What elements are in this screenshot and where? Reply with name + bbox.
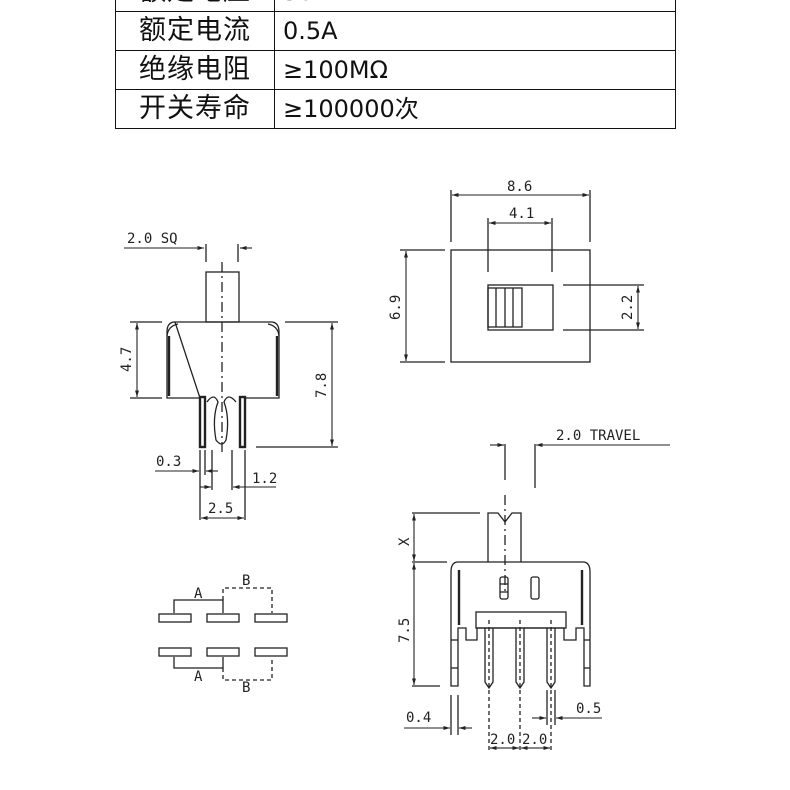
spec-label: 开关寿命 <box>115 89 275 129</box>
front-total-height-dim-label: 7.8 <box>314 373 330 398</box>
schematic-pad <box>254 647 288 657</box>
schematic-label-b-bottom: B <box>242 680 250 696</box>
front-pin-right <box>238 395 247 449</box>
top-slot-width-dim-label: 4.1 <box>509 206 534 222</box>
side-pitch-2-dim-label: 2.0 <box>522 732 547 748</box>
spec-row: 额定电压 50V <box>115 0 676 12</box>
switching-schematic: A B A B <box>158 573 288 696</box>
schematic-label-b-top: B <box>242 573 250 589</box>
top-slot-height-dim-label: 2.2 <box>620 295 636 320</box>
top-view: 8.6 4.1 6.9 2.2 <box>388 179 644 363</box>
schematic-pad <box>206 647 240 657</box>
spec-label: 绝缘电阻 <box>115 50 275 90</box>
front-pin-span-dim-label: 2.5 <box>208 501 233 517</box>
schematic-label-a-bottom: A <box>194 669 203 685</box>
front-actuator-dim-label: 2.0 SQ <box>127 231 178 247</box>
schematic-label-a-top: A <box>194 586 203 602</box>
front-view: 2.0 SQ 4.7 7.8 0.3 <box>119 231 338 520</box>
front-body-height-dim-label: 4.7 <box>119 347 135 372</box>
side-actuator-height-dim-label: X <box>397 537 413 546</box>
side-body-height-dim-label: 7.5 <box>397 618 413 643</box>
side-pin <box>484 628 494 690</box>
schematic-pad <box>206 613 240 623</box>
side-contact-window <box>530 576 540 600</box>
front-pin-left <box>198 395 207 449</box>
top-body <box>450 249 591 363</box>
spec-row: 额定电流 0.5A <box>115 11 676 51</box>
side-pin-width-dim-label: 0.5 <box>576 701 601 717</box>
schematic-pad <box>254 613 288 623</box>
top-width-dim-label: 8.6 <box>507 179 532 195</box>
front-body <box>166 321 280 399</box>
top-slot <box>487 284 554 331</box>
side-pin <box>546 628 556 690</box>
front-pin-width-dim-label: 0.3 <box>156 454 181 470</box>
side-actuator <box>487 512 522 562</box>
side-pitch-1-dim-label: 2.0 <box>490 732 515 748</box>
side-travel-dim-label: 2.0 TRAVEL <box>556 428 640 444</box>
side-view: 2.0 TRAVEL X <box>397 428 670 750</box>
side-mount-pin-width-dim-label: 0.4 <box>406 710 431 726</box>
top-height-dim-label: 6.9 <box>388 295 404 320</box>
spec-table: 额定电压 50V 额定电流 0.5A 绝缘电阻 ≥100MΩ 开关寿命 ≥100… <box>115 0 676 129</box>
spec-row: 开关寿命 ≥100000次 <box>115 89 676 129</box>
schematic-pad <box>158 647 192 657</box>
spec-value: ≥100000次 <box>274 89 676 129</box>
schematic-pad <box>158 613 192 623</box>
side-contact-window <box>499 576 509 600</box>
front-pin-gap-dim-label: 1.2 <box>252 471 277 487</box>
spec-value: 0.5A <box>274 11 676 51</box>
side-pin <box>515 628 525 690</box>
spec-label: 额定电流 <box>115 11 275 51</box>
